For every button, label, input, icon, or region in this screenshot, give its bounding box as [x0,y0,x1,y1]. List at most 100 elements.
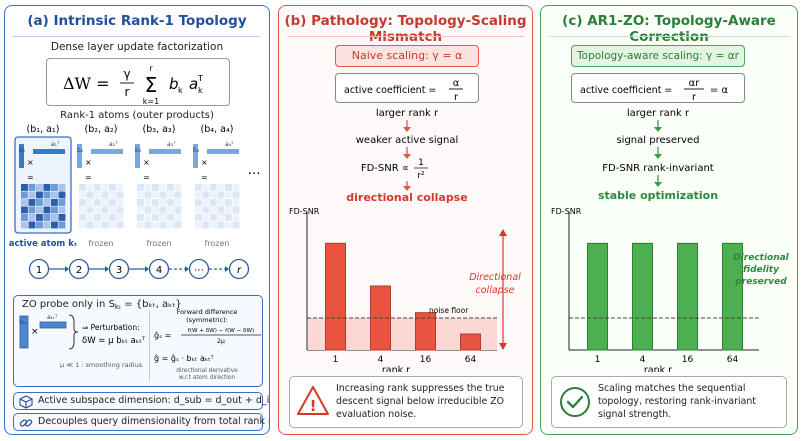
info-subspace-dimension: Active subspace dimension: d_sub = d_out… [13,392,269,410]
x-tick-1: 1 [595,355,601,365]
atom-matrix-cell [144,199,152,206]
coef-rhs-c: = α [710,85,729,96]
x-axis-label: rank r [644,365,672,372]
coef-den: r [454,92,459,103]
correction-note-box: Scaling matches the sequential topology,… [551,376,787,428]
atom-matrix-cell [202,221,210,229]
atom-matrix-cell [28,191,36,199]
atom-matrix-cell [137,206,144,214]
atom-matrix-cell [210,184,217,191]
active-coefficient-box: active coefficient = α r [335,73,479,103]
zo-a-label: aₖₜᵀ [47,314,58,321]
atom-matrix-cell [58,221,66,229]
atom-matrix-cell [79,206,86,214]
x-tick-4: 4 [640,355,646,365]
formula-r: r [125,85,130,99]
atom-matrix-cell [79,214,86,221]
atom-matrix-cell [36,206,43,214]
chain-node-label: 1 [36,265,42,276]
atom-matrix-cell [43,214,51,221]
atom-matrix-cell [195,184,202,191]
atom-matrix-cell [101,214,109,221]
atom-matrix-cell [36,184,43,191]
flow-step-2: weaker active signal [356,135,459,146]
atom-matrix-cell [116,221,124,229]
atom-equals: = [201,173,208,182]
fidelity-label-3: preserved [734,277,787,287]
atom-matrix-cell [43,206,51,214]
chain-node [188,258,210,280]
atom-matrix-cell [232,221,240,229]
collapse-arrowhead-bottom [499,343,507,350]
panel-c-title: (c) AR1-ZO: Topology-Aware Correction [562,13,776,45]
atom-matrix-cell [202,199,210,206]
atom-matrix-cell [116,206,124,214]
x-tick-64: 64 [727,355,739,365]
atom-matrix-cell [79,191,86,199]
atom-matrix-cell [202,184,210,191]
perturb-formula: δW = μ bₖₜ aₖₜᵀ [82,336,146,346]
warning-mark: ! [310,397,317,415]
atom-matrix-cell [51,184,58,191]
chain-node-label: 4 [156,265,162,276]
panel-b-title: (b) Pathology: Topology-Scaling Mismatch [284,13,527,45]
atom-matrix-cell [94,214,101,221]
fd-numerator: f(W + δW) − f(W − δW) [188,328,254,334]
atom-matrix-cell [225,221,232,229]
collapse-label-2: collapse [476,285,515,296]
atom-matrix-cell [86,206,94,214]
atom-matrix-cell [225,184,232,191]
atom-matrix-cell [137,199,144,206]
sum-sigma: Σ [145,73,158,97]
panel-a-title: (a) Intrinsic Rank-1 Topology [27,13,247,29]
collapse-arrowhead-top [499,229,507,236]
atom-matrix-cell [36,191,43,199]
fd-title: Forward difference [177,308,238,316]
atom-b-vector [77,144,82,168]
atom-matrix-cell [51,199,58,206]
atom-matrix-cell [109,214,116,221]
chain-node [28,258,50,280]
atom-matrix-cell [159,221,167,229]
atom-label: (b₃, a₃) [143,124,176,135]
panel-c-divider [549,36,789,37]
atom-equals: = [143,173,150,182]
info-decouples: Decouples query dimensionality from tota… [13,413,269,431]
link-icon [19,419,33,427]
atom-matrix-cell [21,214,28,221]
atom-b-label: b₄ [193,147,200,154]
y-axis-label: FD-SNR [551,207,582,216]
atom-matrix-cell [225,191,232,199]
coef-num-c: αr [689,78,701,89]
coef-label-c: active coefficient = [580,85,672,96]
atom-matrix-cell [109,206,116,214]
atom-label: (b₁, a₁) [27,124,60,135]
atom-matrix-cell [202,191,210,199]
atom-matrix-cell [167,184,174,191]
pathology-note-box: ! Increasing rank suppresses the true de… [289,376,523,428]
atom-matrix-cell [159,184,167,191]
atom-matrix-cell [94,199,101,206]
atom-matrix-cell [159,214,167,221]
pathology-note-line-2: descent signal below irreducible ZO [336,396,505,407]
atom-matrix-cell [217,199,225,206]
coef-label: active coefficient = [344,85,436,96]
sum-bottom: k=1 [143,97,159,106]
atom-matrix-cell [174,214,182,221]
coef-num: α [453,78,460,89]
atom-matrix-cell [210,199,217,206]
atom-matrix-cell [174,199,182,206]
atom-matrix-cell [36,214,43,221]
perturb-label: ⇒ Perturbation: [82,323,140,332]
atom-matrix-cell [217,221,225,229]
grad-note2: w.r.t atom direction [179,375,235,381]
chain-arrowhead [185,266,189,272]
atom-matrix-cell [51,221,58,229]
bar-64 [722,242,743,351]
atom-matrix-cell [152,206,159,214]
chain-node [228,258,250,280]
atom-times: × [143,158,150,167]
x-tick-1: 1 [333,355,339,365]
